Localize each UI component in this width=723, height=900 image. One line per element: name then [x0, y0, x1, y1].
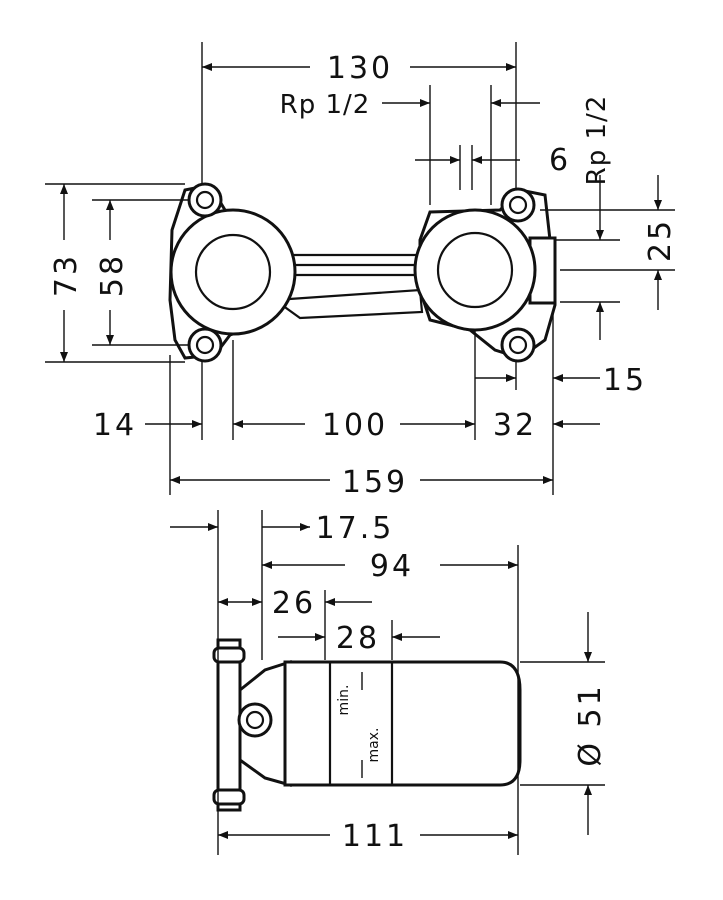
dim-159: 159	[342, 465, 408, 500]
dim-130: 130	[327, 51, 393, 86]
label-max: max.	[366, 728, 382, 763]
dim-100: 100	[322, 408, 388, 443]
dim-rp-right: Rp 1/2	[582, 95, 612, 186]
dim-73: 73	[49, 253, 84, 297]
dim-26: 26	[272, 586, 316, 621]
dim-17-5: 17.5	[316, 511, 395, 546]
dim-28: 28	[336, 621, 380, 656]
top-view-part	[168, 182, 557, 363]
dim-14: 14	[93, 408, 137, 443]
dim-25: 25	[643, 218, 678, 262]
dim-94: 94	[370, 549, 414, 584]
dim-rp-left: Rp 1/2	[280, 90, 371, 120]
dim-32: 32	[493, 408, 537, 443]
dim-diameter-51: Ø 51	[573, 683, 608, 766]
dim-58: 58	[95, 253, 130, 297]
dim-15: 15	[603, 363, 647, 398]
side-view-dimensions	[170, 510, 605, 855]
dim-6: 6	[549, 143, 571, 178]
dim-111: 111	[342, 819, 408, 854]
top-view-dimensions	[45, 42, 675, 495]
label-min: min.	[336, 685, 352, 716]
side-view-part	[212, 638, 522, 812]
